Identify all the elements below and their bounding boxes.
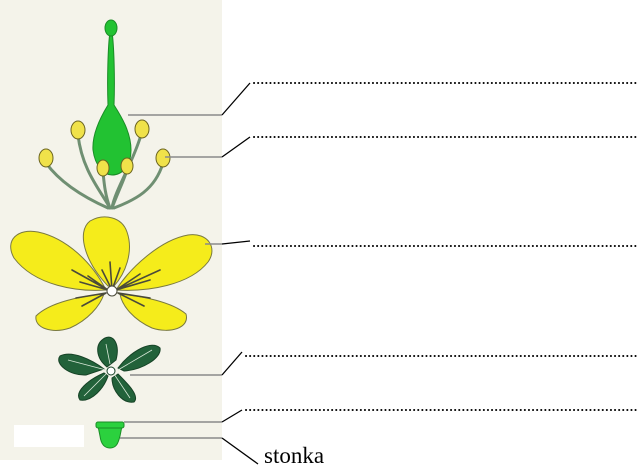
- anther: [96, 159, 110, 177]
- pistil: [92, 31, 132, 176]
- connector-pistil: [221, 82, 251, 116]
- pistil-and-stamens: [38, 19, 171, 210]
- connector-lines: [221, 82, 259, 465]
- petal: [82, 216, 130, 287]
- sepals: [58, 336, 161, 403]
- petal-veins: [71, 261, 161, 307]
- petal-center: [106, 285, 118, 297]
- connector-petal: [221, 240, 251, 245]
- sepal-veins: [67, 343, 153, 399]
- anthers: [38, 119, 171, 177]
- anther: [155, 148, 171, 168]
- stamen-filaments: [44, 133, 165, 210]
- stem-label: stonka: [264, 443, 325, 468]
- answer-blanks: [245, 82, 637, 411]
- anther: [134, 119, 150, 139]
- connector-sepal: [221, 351, 243, 376]
- stigma: [104, 19, 118, 37]
- receptacle: [95, 421, 125, 449]
- anther: [120, 157, 134, 175]
- anther: [70, 120, 86, 140]
- connector-stem: [221, 437, 259, 465]
- leader-lines: [120, 114, 222, 439]
- connector-receptacle: [221, 409, 243, 423]
- sepal-center: [106, 366, 116, 376]
- anther: [38, 148, 54, 168]
- background-panel-bottom: [14, 425, 84, 447]
- connector-stamen: [221, 136, 251, 158]
- sepal: [58, 353, 106, 376]
